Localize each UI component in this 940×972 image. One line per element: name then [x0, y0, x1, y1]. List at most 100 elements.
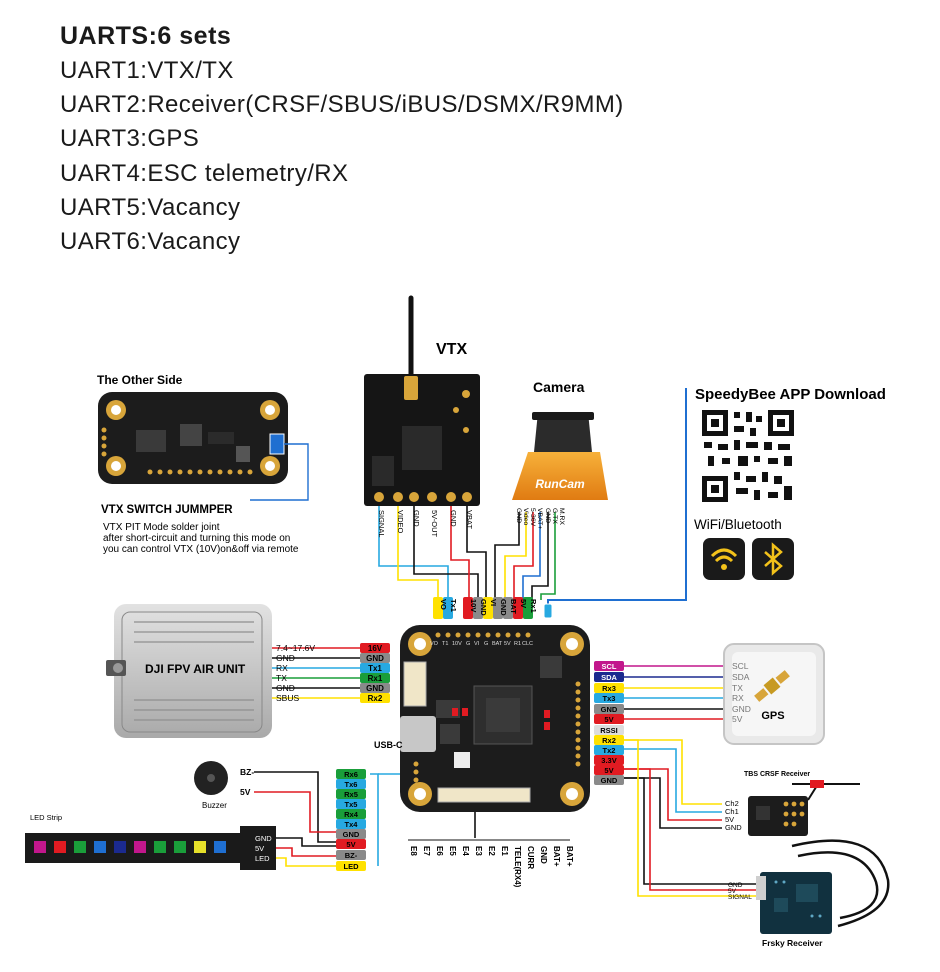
fc-right-pads: SCL SDA Rx3 Tx3 GND 5V RSSI Rx2 Tx2 3.3V… — [594, 661, 624, 785]
top-pad-vi: VI — [489, 599, 498, 606]
left-pad-rx6: Rx6 — [344, 770, 358, 779]
jumper-title: VTX SWITCH JUMMPER — [101, 504, 233, 516]
fc-print-vi: VI — [474, 641, 480, 647]
fc-print-10v: 10V — [452, 641, 462, 647]
right-pad-rx2: Rx2 — [602, 736, 616, 745]
top-pad-gnd-2: GND — [499, 599, 508, 616]
camera-pin-gnd-2: GND — [544, 508, 551, 523]
satellite-icon — [754, 670, 790, 702]
frsky-pin-gnd: GND — [728, 882, 743, 889]
frsky-title: Frsky Receiver — [762, 938, 823, 948]
right-pad-3v3: 3.3V — [601, 756, 616, 765]
right-pad-scl: SCL — [602, 662, 617, 671]
camera-module: Camera RunCam GND Video 5-36V VBAT+ GND … — [512, 379, 608, 529]
app-title: SpeedyBee APP Download — [695, 386, 886, 403]
bottom-label-e2: E2 — [487, 846, 496, 856]
bottom-label-tele: TELE(RX4) — [513, 846, 522, 888]
fc-print-t1: T1 — [442, 641, 448, 647]
left-pad-bz: BZ- — [345, 851, 358, 860]
other-side-board: The Other Side VTX SWITCH JUMMPER VTX PI… — [97, 373, 309, 555]
dji-pin-gnd-2: GND — [276, 683, 295, 693]
right-pad-5v: 5V — [604, 715, 613, 724]
top-pad-tx1: Tx1 — [449, 599, 458, 612]
uart-line-1: UART1:VTX/TX — [60, 57, 234, 84]
dji-air-unit: DJI FPV AIR UNIT 7.4~17.6V GND RX TX GND… — [106, 604, 315, 738]
flight-controller: USB-C VO T1 10V G VI G BAT 5V R1 CLC — [374, 603, 590, 812]
buzzer-pin-bz: BZ- — [240, 767, 254, 777]
gps-pin-5v: 5V — [732, 714, 743, 724]
fc-left-pads: Rx6 Tx6 Rx5 Tx5 Rx4 Tx4 GND 5V BZ- LED — [336, 769, 366, 871]
top-pad-5v: 5V — [519, 599, 528, 608]
camera-pin-video: Video — [522, 508, 529, 525]
fc-print-g: G — [466, 641, 470, 647]
vtx-module: VTX SIGNAL VIDEO GND 5V-OUT GND VBAT — [364, 295, 480, 538]
usb-c-port[interactable] — [400, 716, 436, 752]
vtx-pin-5v-out: 5V-OUT — [430, 510, 439, 538]
dji-pads: 16V GND Tx1 Rx1 GND Rx2 — [360, 643, 390, 703]
bluetooth-icon — [752, 538, 794, 580]
fc-bottom-labels: E8 E7 E6 E5 E4 E3 E2 E1 TELE(RX4) CURR G… — [408, 839, 574, 888]
crsf-pin-ch2: Ch2 — [725, 799, 739, 808]
dji-pad-gnd-2: GND — [366, 684, 384, 693]
left-pad-rx4: Rx4 — [344, 810, 359, 819]
gps-pin-sda: SDA — [732, 672, 750, 682]
led-pin-led: LED — [255, 854, 270, 863]
dji-pad-rx2: Rx2 — [368, 694, 383, 703]
right-pad-rssi: RSSI — [600, 726, 618, 735]
crsf-receiver: TBS CRSF Receiver Ch2 Ch1 5V GND — [725, 771, 860, 836]
gps-module: GPS SCL SDA TX RX GND 5V — [723, 643, 825, 745]
crsf-pin-5v: 5V — [725, 815, 734, 824]
logo-icon — [454, 752, 470, 768]
led-pin-5v: 5V — [255, 844, 264, 853]
jumper-desc-3: you can control VTX (10V)on&off via remo… — [103, 544, 299, 555]
right-pad-tx3: Tx3 — [603, 694, 616, 703]
led-dots — [34, 841, 226, 853]
buzzer-pin-5v: 5V — [240, 787, 251, 797]
camera-pin-mrx: M.RX — [558, 508, 565, 525]
camera-pin-5-36v: 5-36V — [529, 508, 536, 527]
buzzer: Buzzer BZ- 5V — [194, 761, 254, 810]
bottom-label-e6: E6 — [435, 846, 444, 856]
fc-top-pads: VO Tx1 10V GND VI GND BAT 5V Rx1 — [433, 597, 538, 619]
fc-print-r1: R1 — [514, 641, 521, 647]
vtx-pin-signal: SIGNAL — [377, 510, 386, 538]
uart-title: UARTS:6 sets — [60, 22, 232, 50]
dji-pin-power: 7.4~17.6V — [276, 643, 315, 653]
bottom-label-e1: E1 — [500, 846, 509, 856]
camera-port-icon — [113, 663, 123, 673]
bottom-label-e5: E5 — [448, 846, 457, 856]
uart-line-4: UART4:ESC telemetry/RX — [60, 159, 349, 187]
left-pad-tx4: Tx4 — [345, 820, 359, 829]
crsf-pin-ch1: Ch1 — [725, 807, 739, 816]
left-pad-tx6: Tx6 — [345, 780, 358, 789]
vtx-pin-gnd-2: GND — [449, 510, 458, 527]
buzzer-name: Buzzer — [202, 801, 227, 810]
qr-code-icon[interactable] — [702, 410, 794, 502]
buzzer-icon — [207, 774, 215, 782]
uart-summary: UARTS:6 sets UART1:VTX/TX UART2:Receiver… — [60, 18, 624, 259]
fc-print-g-2: G — [484, 641, 488, 647]
uart-line-5: UART5:Vacancy — [60, 193, 241, 221]
led-pin-gnd: GND — [255, 834, 272, 843]
frsky-antenna-icon — [797, 851, 879, 920]
bottom-label-e4: E4 — [461, 846, 470, 856]
dji-pad-rx1: Rx1 — [368, 674, 383, 683]
vtx-pin-gnd: GND — [412, 510, 421, 527]
crsf-title: TBS CRSF Receiver — [744, 771, 810, 778]
camera-pin-gtx: G.TX — [551, 508, 558, 524]
right-pad-rx3: Rx3 — [602, 684, 616, 693]
right-pad-gnd: GND — [601, 705, 618, 714]
gps-name: GPS — [761, 710, 784, 722]
dji-pad-gnd: GND — [366, 654, 384, 663]
usb-c-label: USB-C — [374, 740, 403, 750]
left-pad-tx5: Tx5 — [345, 800, 358, 809]
jumper-desc-2: after short-circuit and turning this mod… — [103, 533, 290, 544]
camera-brand: RunCam — [535, 477, 585, 491]
gps-pin-scl: SCL — [732, 661, 749, 671]
left-pad-5v: 5V — [346, 840, 355, 849]
led-strip-title: LED Strip — [30, 813, 62, 822]
uart-line-6: UART6:Vacancy — [60, 228, 241, 256]
left-pad-rx5: Rx5 — [344, 790, 358, 799]
bottom-label-curr: CURR — [526, 846, 535, 869]
frsky-pin-signal: SIGNAL — [728, 894, 752, 901]
